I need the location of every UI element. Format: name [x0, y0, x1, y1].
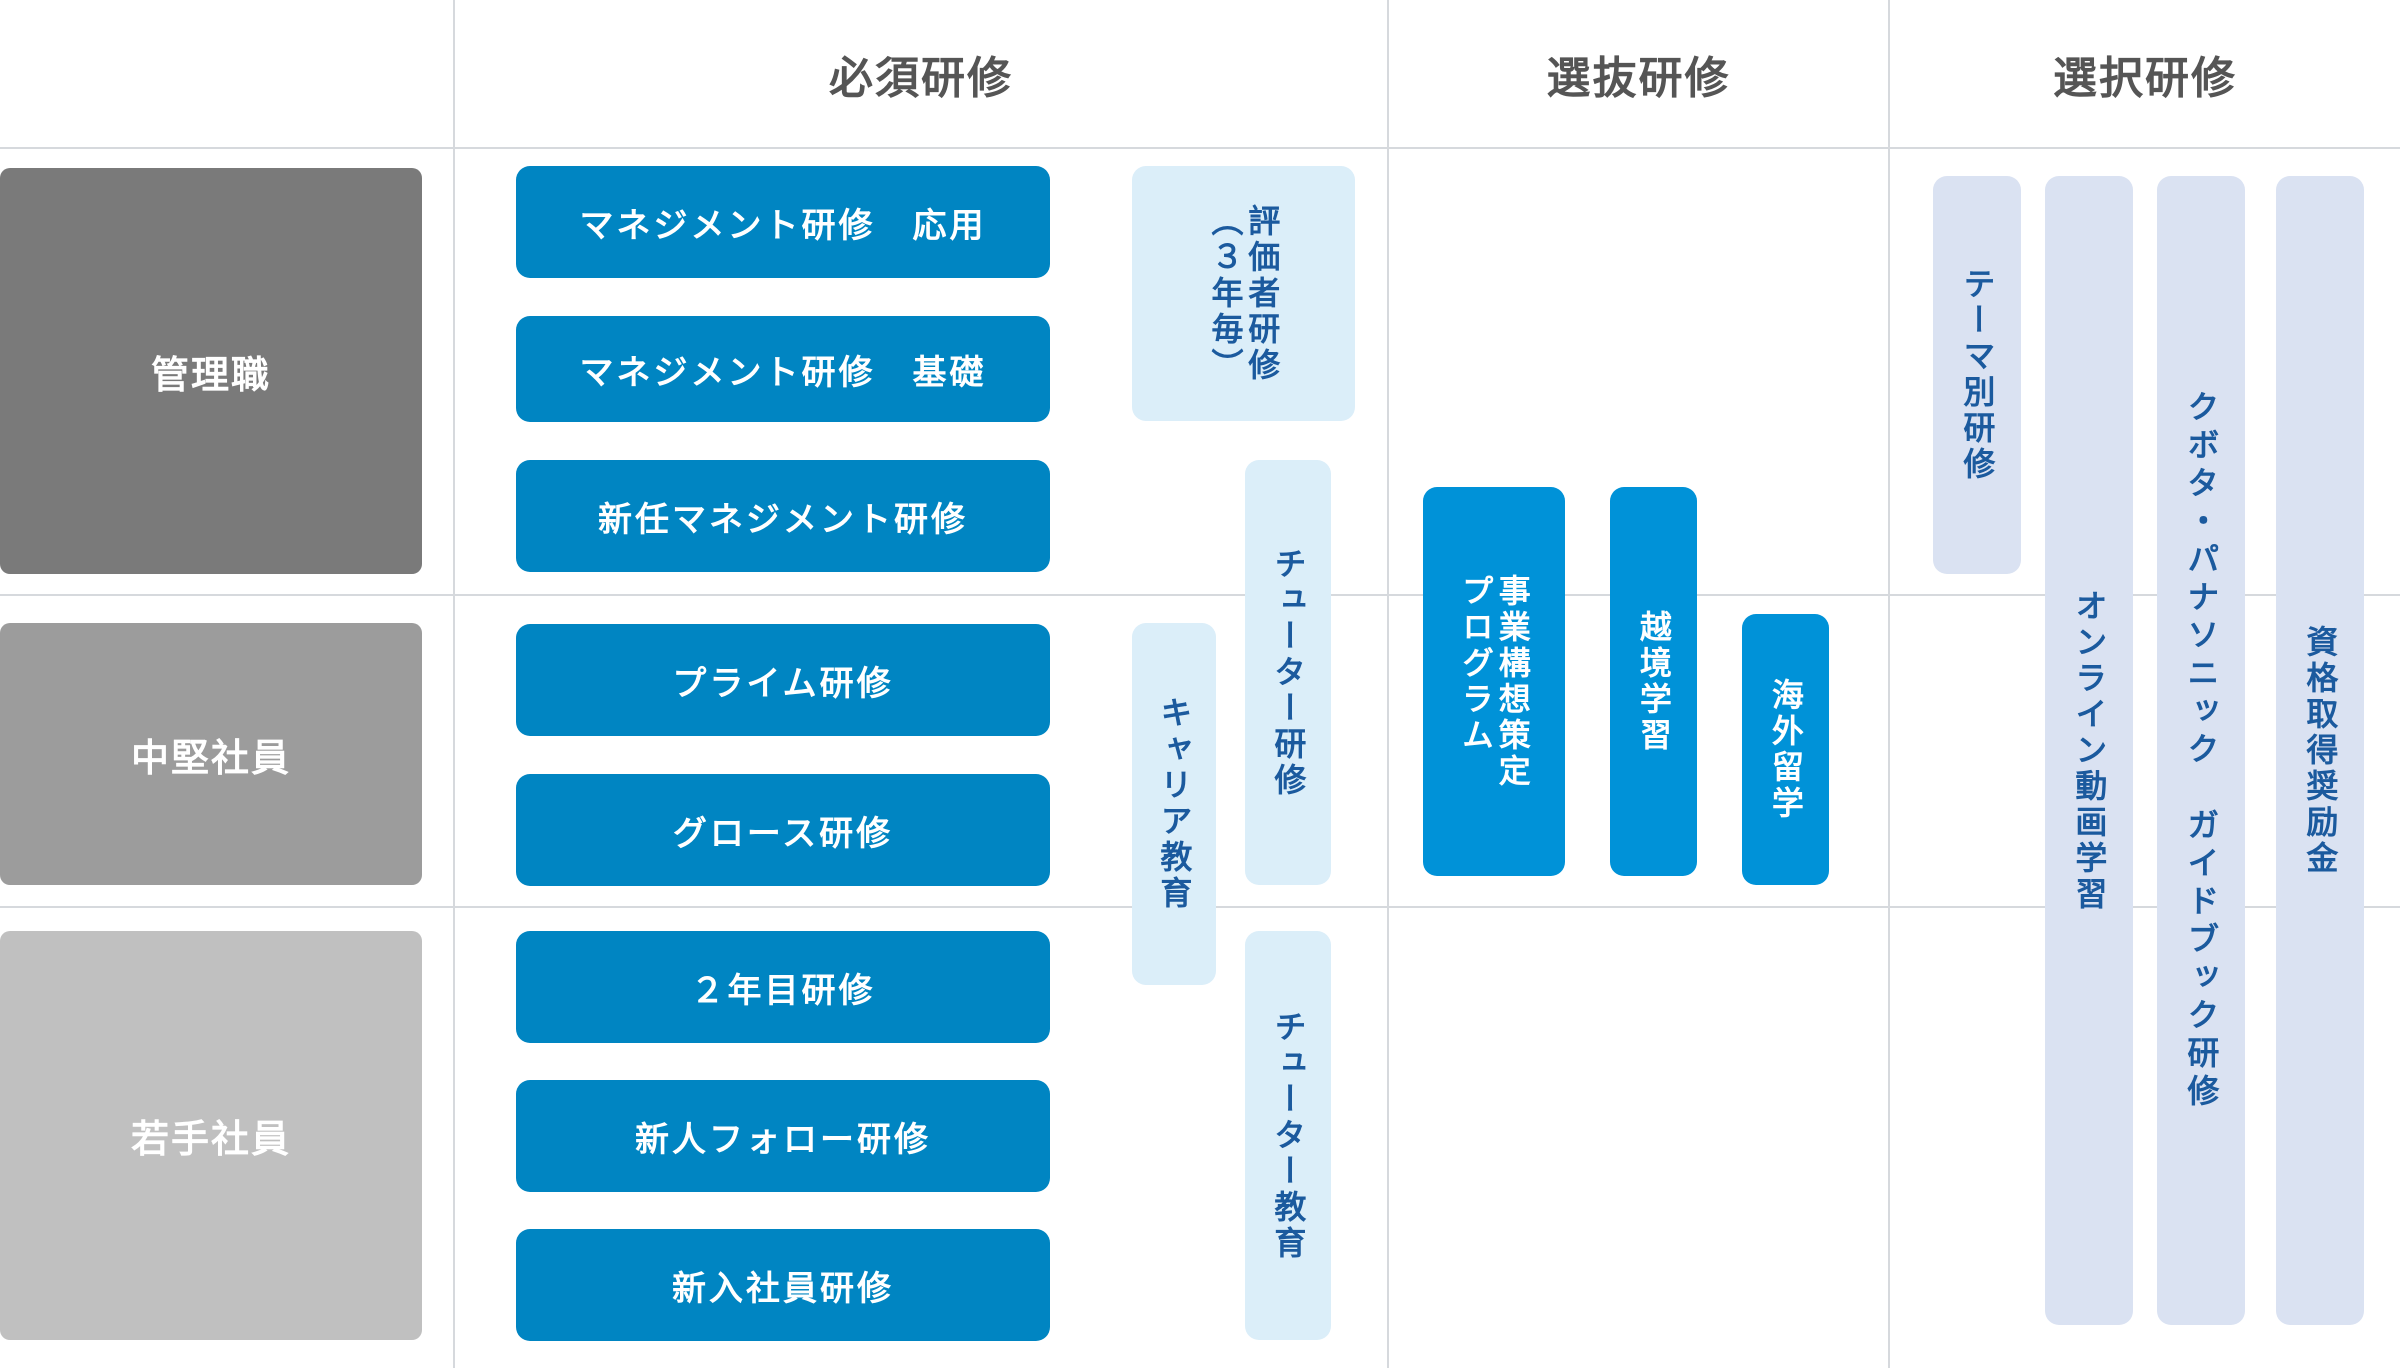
level-mid-career: 中堅社員 [0, 623, 422, 885]
header-elective: 選択研修 [2053, 53, 2237, 104]
required-training-second-year: ２年目研修 [516, 931, 1050, 1043]
online-video-learning-box: オンライン動画学習 [2045, 176, 2133, 1325]
required-training-new-follow: 新人フォロー研修 [516, 1080, 1050, 1192]
tutor-training-box: チューター研修 [1245, 460, 1331, 885]
cross-border-learning-label: 越境学習 [1634, 609, 1673, 754]
tutor-training-label: チューター研修 [1269, 546, 1308, 799]
required-training-management-advanced: マネジメント研修 応用 [516, 166, 1050, 278]
career-education-label: キャリア教育 [1155, 696, 1194, 912]
level-management: 管理職 [0, 168, 422, 574]
required-training-new-management: 新任マネジメント研修 [516, 460, 1050, 572]
business-plan-program-label: 事業構想策定 プログラム [1457, 573, 1532, 790]
online-video-learning-label: オンライン動画学習 [2070, 588, 2109, 913]
tutor-education-label: チューター教育 [1269, 1009, 1308, 1262]
col-divider-1 [453, 0, 455, 1368]
overseas-study-box: 海外留学 [1742, 614, 1829, 885]
evaluator-training-label: 評価者研修 （３年毎） [1206, 203, 1282, 384]
col-divider-3 [1888, 0, 1890, 1368]
career-education-box: キャリア教育 [1132, 623, 1216, 985]
certification-incentive-label: 資格取得奨励金 [2301, 624, 2340, 877]
header-required: 必須研修 [829, 53, 1013, 104]
tutor-education-box: チューター教育 [1245, 931, 1331, 1340]
overseas-study-label: 海外留学 [1766, 677, 1805, 822]
col-divider-2 [1387, 0, 1389, 1368]
header-selective: 選抜研修 [1546, 53, 1731, 104]
certification-incentive-box: 資格取得奨励金 [2276, 176, 2364, 1325]
cross-border-learning-box: 越境学習 [1610, 487, 1697, 876]
business-plan-program-box: 事業構想策定 プログラム [1423, 487, 1565, 876]
required-training-growth: グロース研修 [516, 774, 1050, 886]
header-divider [0, 147, 2400, 149]
guidebook-training-box: クボタ・パナソニック ガイドブック研修 [2157, 176, 2245, 1325]
row-divider-1 [0, 594, 2400, 596]
required-training-new-hire: 新入社員研修 [516, 1229, 1050, 1341]
theme-training-label: テーマ別研修 [1958, 267, 1997, 483]
level-young: 若手社員 [0, 931, 422, 1340]
required-training-management-basic: マネジメント研修 基礎 [516, 316, 1050, 422]
required-training-prime: プライム研修 [516, 624, 1050, 736]
guidebook-training-label: クボタ・パナソニック ガイドブック研修 [2182, 389, 2221, 1112]
evaluator-training-box: 評価者研修 （３年毎） [1132, 166, 1355, 421]
theme-training-box: テーマ別研修 [1933, 176, 2021, 574]
